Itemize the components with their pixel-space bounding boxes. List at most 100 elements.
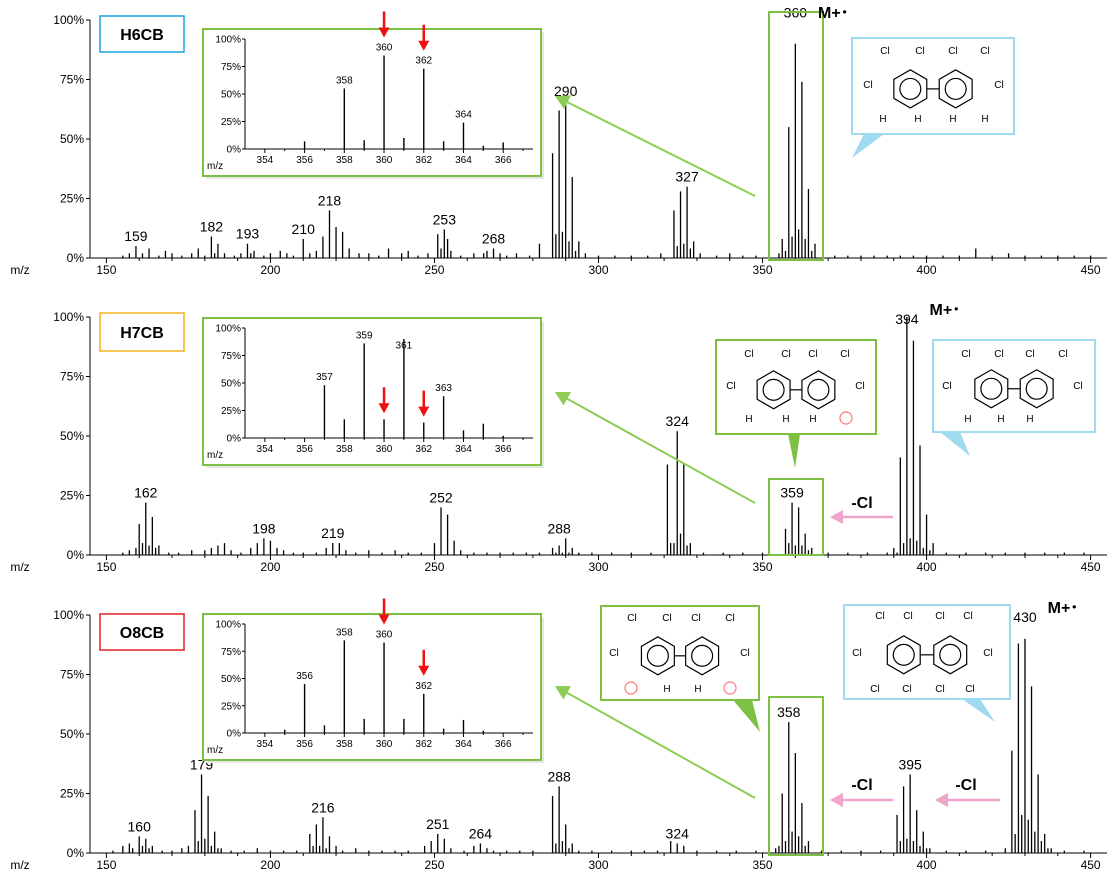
atom-label: Cl bbox=[963, 611, 972, 622]
peak-label: 395 bbox=[898, 756, 922, 772]
benzene-ring bbox=[886, 635, 921, 675]
atom-label: H bbox=[1026, 414, 1033, 425]
inset-x-tick-label: 354 bbox=[257, 739, 274, 750]
arrow-shaft bbox=[564, 690, 756, 799]
inset-frame bbox=[202, 613, 542, 761]
inset-y-tick-label: 100% bbox=[215, 35, 241, 46]
x-tick-label: 300 bbox=[588, 560, 608, 574]
x-tick-label: 400 bbox=[917, 560, 937, 574]
zoom-arrow bbox=[555, 686, 756, 799]
atom-label: Cl bbox=[961, 349, 970, 360]
peak-label: 193 bbox=[236, 226, 260, 242]
arrow-head bbox=[935, 792, 948, 808]
atom-label: Cl bbox=[948, 46, 957, 57]
y-tick-label: 50% bbox=[60, 727, 84, 741]
atom-label: Cl bbox=[725, 613, 734, 624]
atom-label: Cl bbox=[852, 648, 861, 659]
arrow-head bbox=[418, 406, 430, 417]
atom-label: Cl bbox=[781, 349, 790, 360]
benzene-ring bbox=[1019, 369, 1054, 409]
callout-pointer bbox=[962, 699, 995, 722]
benzene-ring bbox=[938, 69, 973, 109]
inset-x-tick-label: 366 bbox=[495, 155, 512, 166]
arrow-head bbox=[830, 509, 843, 525]
aromatic-circle bbox=[646, 644, 669, 667]
inset-y-tick-label: 75% bbox=[221, 62, 241, 73]
aromatic-circle bbox=[762, 378, 785, 401]
y-tick-label: 50% bbox=[60, 132, 84, 146]
atom-label: H bbox=[663, 684, 670, 695]
atom-label: Cl bbox=[863, 80, 872, 91]
inset-peak-label: 363 bbox=[435, 383, 452, 394]
x-tick-label: 450 bbox=[1081, 263, 1101, 277]
aromatic-circle bbox=[980, 377, 1003, 400]
isotope-marker-arrow bbox=[378, 387, 390, 414]
inset-x-axis-label: m/z bbox=[207, 745, 223, 756]
atom-label: Cl bbox=[980, 46, 989, 57]
arrow-head bbox=[830, 792, 843, 808]
zoom-arrow bbox=[555, 392, 756, 504]
peak-label: 394 bbox=[895, 311, 919, 327]
atom-label: Cl bbox=[942, 381, 951, 392]
panel-title: H6CB bbox=[120, 27, 164, 44]
inset-x-tick-label: 360 bbox=[376, 739, 393, 750]
atom-label: Cl bbox=[726, 381, 735, 392]
y-tick-label: 25% bbox=[60, 787, 84, 801]
benzene-ring bbox=[756, 370, 791, 410]
panel-title: H7CB bbox=[120, 325, 164, 342]
peak-label: 264 bbox=[469, 825, 493, 841]
peak-label: 324 bbox=[666, 413, 690, 429]
inset-y-tick-label: 75% bbox=[221, 351, 241, 362]
inset-y-tick-label: 25% bbox=[221, 406, 241, 417]
arrow-shaft bbox=[564, 100, 756, 197]
arrow-head bbox=[555, 392, 571, 406]
arrow-shaft bbox=[564, 396, 756, 504]
y-tick-label: 75% bbox=[60, 73, 84, 87]
inset-x-axis-label: m/z bbox=[207, 161, 223, 172]
inset-peak-label: 359 bbox=[356, 330, 373, 341]
benzene-ring bbox=[933, 635, 968, 675]
y-tick-label: 75% bbox=[60, 668, 84, 682]
inset-x-tick-label: 364 bbox=[455, 739, 472, 750]
benzene-ring bbox=[801, 370, 836, 410]
aromatic-circle bbox=[1025, 377, 1048, 400]
y-tick-label: 100% bbox=[53, 608, 84, 622]
peak-label: 182 bbox=[200, 219, 224, 235]
y-tick-label: 0% bbox=[67, 846, 85, 860]
peak-label: 216 bbox=[311, 799, 335, 815]
x-tick-label: 250 bbox=[424, 263, 444, 277]
x-tick-label: 350 bbox=[753, 560, 773, 574]
y-tick-label: 75% bbox=[60, 370, 84, 384]
atom-label: H bbox=[879, 114, 886, 125]
callout-pointer bbox=[940, 432, 970, 456]
inset-peak-label: 360 bbox=[376, 630, 393, 641]
inset-y-tick-label: 75% bbox=[221, 647, 241, 658]
inset-peak-label: 364 bbox=[455, 110, 472, 121]
callout-pointer bbox=[852, 134, 884, 158]
atom-label: Cl bbox=[915, 46, 924, 57]
inset-frame bbox=[202, 317, 542, 466]
aromatic-circle bbox=[939, 643, 962, 666]
atom-label: Cl bbox=[903, 611, 912, 622]
peak-label: 288 bbox=[547, 520, 571, 536]
y-tick-label: 0% bbox=[67, 548, 85, 562]
aromatic-circle bbox=[807, 378, 830, 401]
callout-pointer bbox=[788, 434, 800, 468]
y-tick-label: 0% bbox=[67, 251, 85, 265]
arrow-head bbox=[378, 614, 390, 625]
atom-label: H bbox=[964, 414, 971, 425]
peak-label: 253 bbox=[433, 211, 457, 227]
aromatic-circle bbox=[691, 644, 714, 667]
y-tick-label: 25% bbox=[60, 489, 84, 503]
x-tick-label: 400 bbox=[917, 263, 937, 277]
inset-y-tick-label: 0% bbox=[227, 145, 242, 156]
atom-label: H bbox=[745, 414, 752, 425]
x-axis-label: m/z bbox=[10, 858, 29, 872]
peak-label: 324 bbox=[666, 825, 690, 841]
atom-label: Cl bbox=[855, 381, 864, 392]
inset-x-tick-label: 356 bbox=[296, 444, 313, 455]
